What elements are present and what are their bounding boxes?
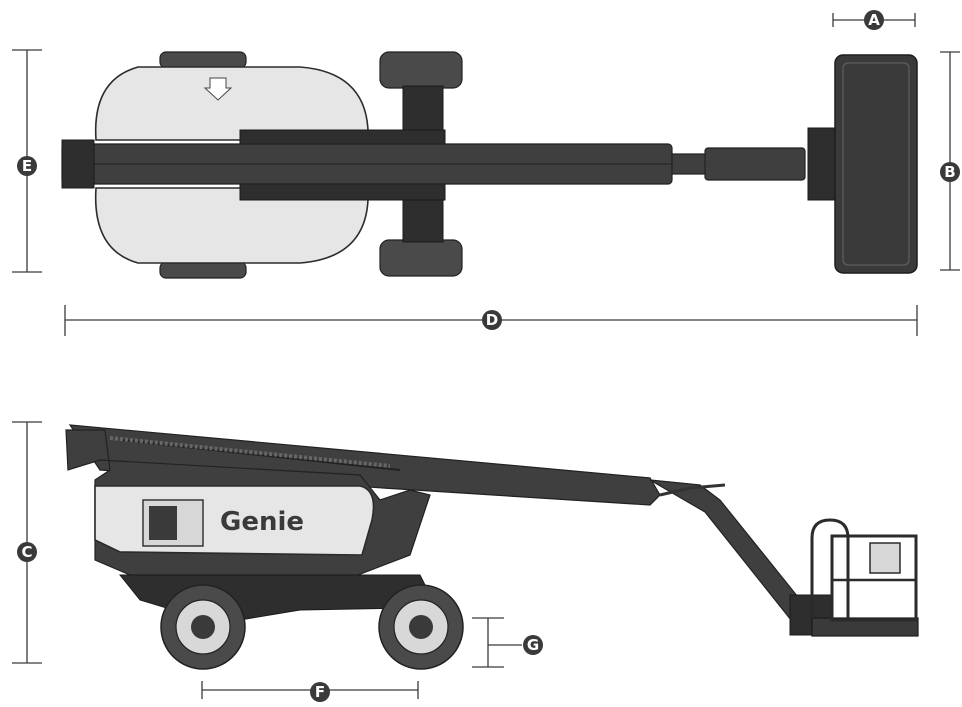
side-rear-wheel — [160, 584, 246, 670]
svg-text:E: E — [22, 157, 32, 175]
side-dimensions: C F G — [12, 421, 543, 702]
dimension-e-badge: E — [17, 156, 37, 176]
top-jib — [704, 147, 806, 181]
dimension-f-badge: F — [310, 682, 330, 702]
top-turret-upper — [94, 66, 369, 141]
dimension-a-badge: A — [864, 10, 884, 30]
side-view: Genie — [65, 424, 919, 670]
top-front-tire-lower — [379, 239, 463, 277]
dimension-c-badge: C — [17, 542, 37, 562]
svg-text:G: G — [527, 636, 539, 654]
dimension-g-badge: G — [523, 635, 543, 655]
genie-logo: Genie — [220, 507, 304, 537]
svg-text:F: F — [315, 683, 325, 701]
top-front-tire-upper — [379, 51, 463, 89]
svg-text:D: D — [486, 311, 498, 329]
dimension-b-badge: B — [940, 162, 960, 182]
top-rear-tire-lower — [159, 261, 247, 279]
side-front-wheel — [378, 584, 464, 670]
svg-text:C: C — [21, 543, 32, 561]
top-dimensions: A B E D — [12, 10, 960, 336]
top-turret-lower — [94, 187, 369, 264]
top-platform — [834, 54, 918, 274]
top-direction-arrow — [203, 77, 233, 101]
svg-text:A: A — [868, 11, 880, 29]
top-rotator — [807, 127, 839, 201]
top-view — [61, 51, 918, 279]
top-boom-pivot — [61, 139, 95, 189]
side-platform — [810, 518, 919, 637]
top-rear-tire-upper — [159, 51, 247, 69]
dimension-d-badge: D — [482, 310, 502, 330]
svg-text:B: B — [944, 163, 955, 181]
side-jib — [649, 479, 811, 626]
